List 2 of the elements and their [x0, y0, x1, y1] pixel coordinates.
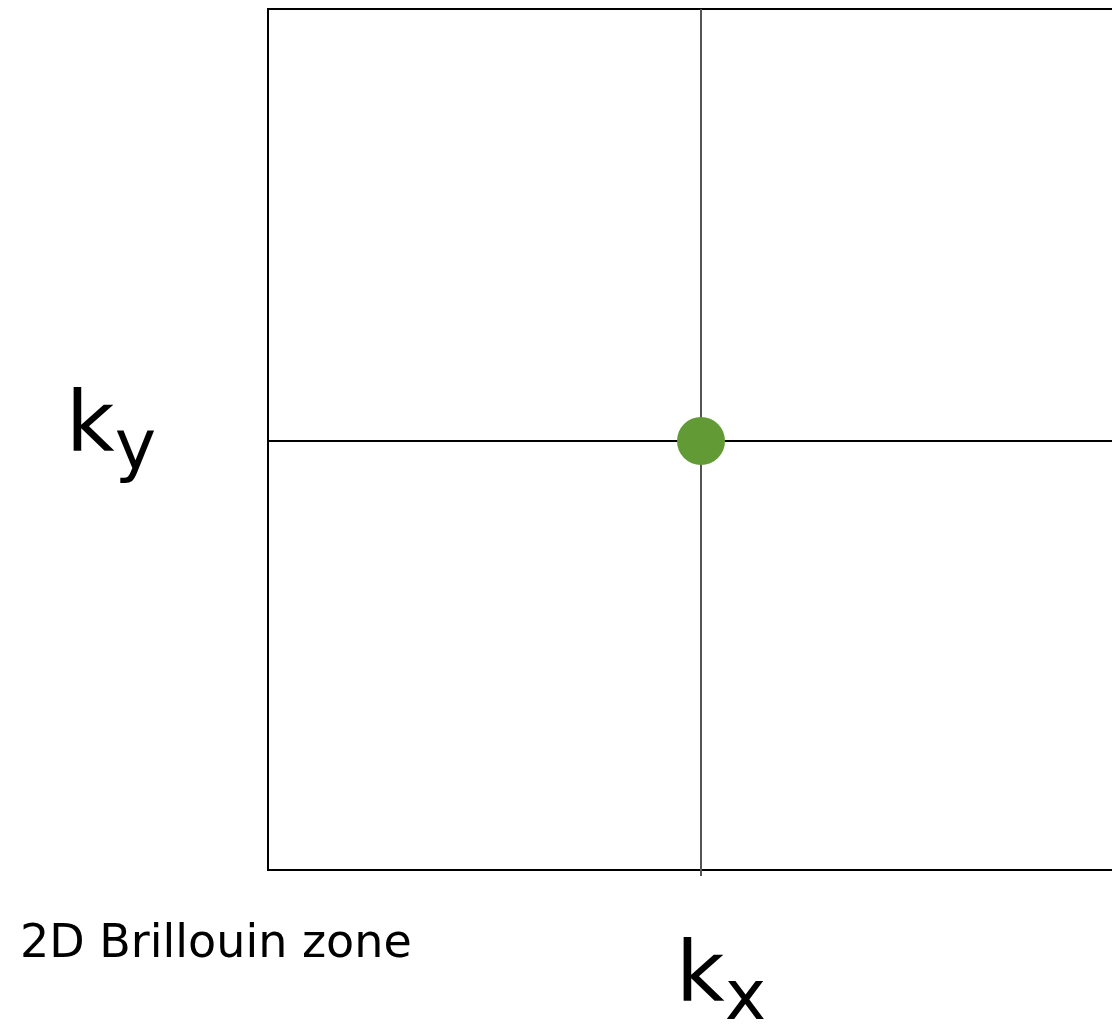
axis-label: k$_{x}$	[676, 930, 767, 1030]
caption-text: 2D Brillouin zone	[20, 918, 412, 964]
